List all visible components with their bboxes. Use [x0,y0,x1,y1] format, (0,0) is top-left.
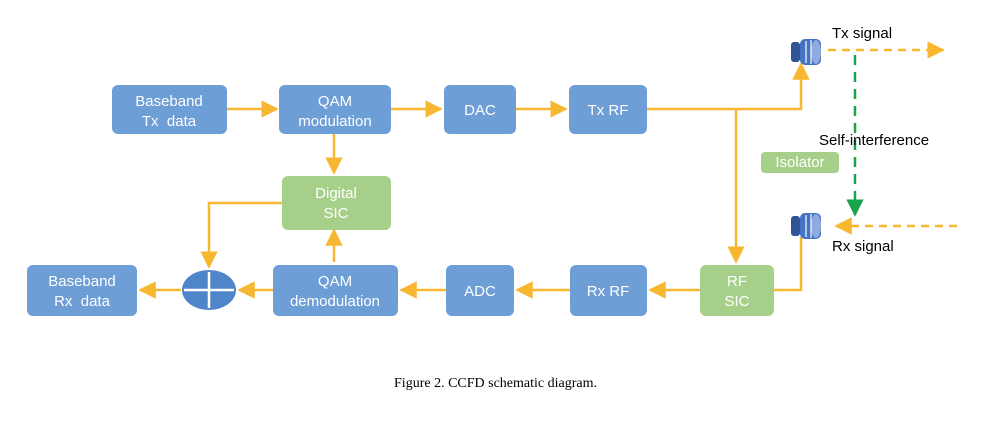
block-baseband-rx-line2: Rx data [54,293,111,310]
block-baseband-tx: Baseband Tx data [112,85,227,134]
block-dac-label: DAC [464,102,496,119]
block-dac: DAC [444,85,516,134]
block-rx-rf-label: Rx RF [587,283,630,300]
block-baseband-tx-line1: Baseband [135,93,203,110]
self-interference-label: Self-interference [819,132,929,149]
circle-plus-icon [182,270,236,310]
block-qam-demodulation-line2: demodulation [290,293,380,310]
block-qam-demodulation: QAM demodulation [273,265,398,316]
block-tx-rf-label: Tx RF [588,102,629,119]
block-digital-sic-line1: Digital [315,185,357,202]
rx-signal-label: Rx signal [832,238,894,255]
rx-antenna-icon [791,213,821,239]
block-baseband-rx: Baseband Rx data [27,265,137,316]
tx-antenna-icon [791,39,821,65]
tx-signal-label: Tx signal [832,25,892,42]
block-baseband-tx-line2: Tx data [142,113,197,130]
figure-caption: Figure 2. CCFD schematic diagram. [394,376,597,391]
block-adc-label: ADC [464,283,496,300]
connector-rx-antenna-to-rfsic [774,237,803,292]
block-isolator-label: Isolator [775,154,824,171]
block-tx-rf: Tx RF [569,85,647,134]
block-digital-sic-line2: SIC [323,205,348,222]
block-baseband-rx-line1: Baseband [48,273,116,290]
block-qam-demodulation-line1: QAM [318,273,352,290]
block-qam-modulation-line1: QAM [318,93,352,110]
block-rx-rf: Rx RF [570,265,647,316]
block-adc: ADC [446,265,514,316]
block-digital-sic: Digital SIC [282,176,391,230]
block-isolator: Isolator [761,152,839,173]
block-rf-sic-line1: RF [727,273,747,290]
block-rf-sic: RF SIC [700,265,774,316]
block-qam-modulation-line2: modulation [298,113,371,130]
connector-digital-sic-to-adder [200,201,282,269]
block-rf-sic-line2: SIC [724,293,749,310]
block-qam-modulation: QAM modulation [279,85,391,134]
connector-txrf-to-antenna [647,62,810,111]
